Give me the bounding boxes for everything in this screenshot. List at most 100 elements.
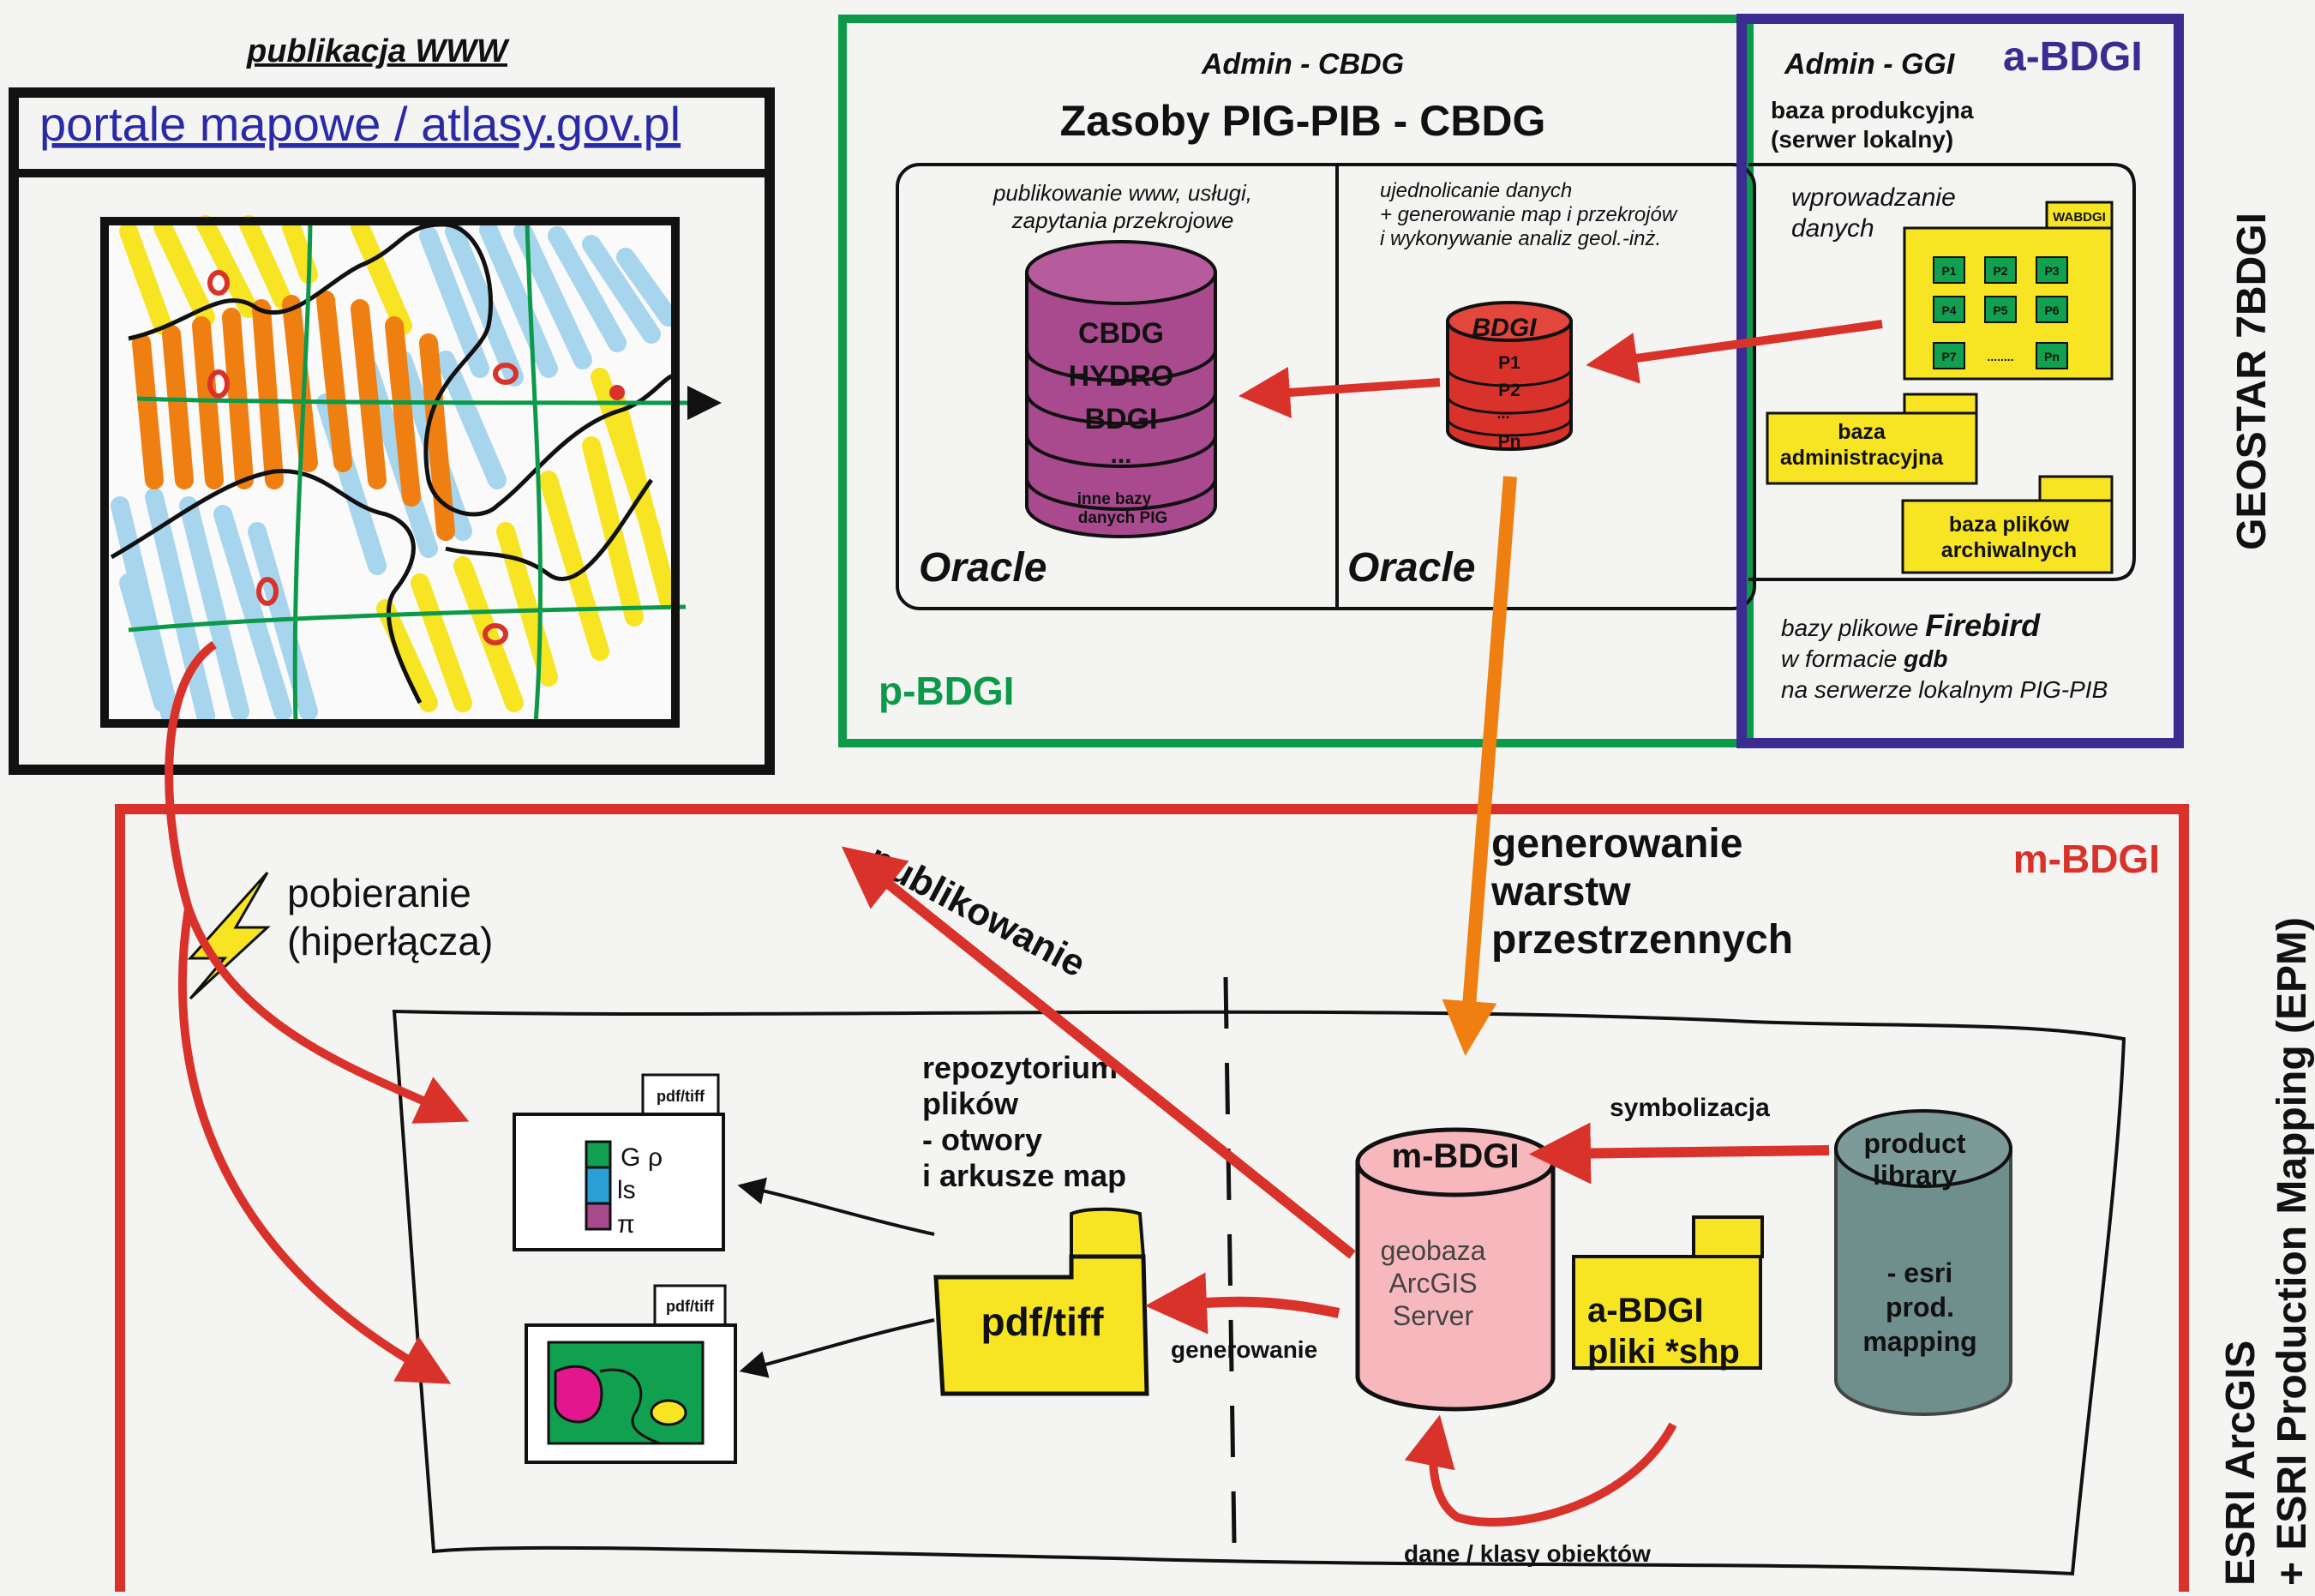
thumb-letter-3: ls xyxy=(617,1176,636,1204)
thumb-letter-4: π xyxy=(617,1210,635,1239)
side-label-geostar: GEOSTAR 7BDGI xyxy=(2229,213,2275,550)
side-label-esri-1: ESRI ArcGIS xyxy=(2218,1341,2264,1586)
bdgi-db-ellipsis: ... xyxy=(1496,405,1509,422)
a-bdgi-label: a-BDGI xyxy=(2003,34,2143,80)
prod-db-1: baza produkcyjna xyxy=(1771,97,1974,123)
bdgi-db-p2: P2 xyxy=(1498,381,1520,400)
cbdg-database-cylinder: CBDG HYDRO BDGI ... inne bazy danych PIG xyxy=(1025,240,1217,538)
wabdgi-folder: WABDGI P1 P2 P3 P4 P5 P6 P7 ........ Pn xyxy=(1903,201,2114,381)
p-box-3: P3 xyxy=(2044,264,2059,278)
pdf-thumbnail-map-sheet[interactable]: pdf/tiff xyxy=(525,1284,737,1464)
product-library-cylinder[interactable]: product library - esri prod. mapping xyxy=(1834,1109,2012,1416)
repo-2: plików xyxy=(922,1086,1019,1121)
m-bdgi-db-title: m-BDGI xyxy=(1392,1137,1520,1175)
arrow-bdgi-to-cbdg xyxy=(1238,367,1441,418)
db-item-other-1: inne bazy xyxy=(1077,490,1152,508)
m-bdgi-frame xyxy=(115,804,2189,1594)
portal-link[interactable]: portale mapowe / atlasy.gov.pl xyxy=(39,97,681,151)
input-data-2: danych xyxy=(1791,214,1874,243)
cbdg-left-desc-1: publikowanie www, usługi, xyxy=(993,180,1252,206)
arrow-download-2 xyxy=(177,908,452,1384)
pdf-thumbnail-boreholes[interactable]: pdf/tiff G ρ ls π xyxy=(513,1073,725,1251)
product-lib-4: prod. xyxy=(1886,1292,1954,1323)
gen-layers-1: generowanie xyxy=(1491,821,1742,867)
arrow-folder-to-thumb-2 xyxy=(739,1318,935,1378)
p-box-5: P5 xyxy=(1993,303,2007,317)
admin-db-folder: baza administracyjna xyxy=(1766,393,1978,485)
admin-db-1: baza xyxy=(1838,420,1886,444)
ggi-admin: Admin - GGI xyxy=(1784,48,1956,81)
arrow-generate-layers xyxy=(1442,476,1517,1056)
product-lib-3: - esri xyxy=(1887,1257,1952,1288)
prod-db-2: (serwer lokalny) xyxy=(1771,126,1953,153)
wabdgi-label: WABDGI xyxy=(2053,210,2106,225)
cbdg-admin: Admin - CBDG xyxy=(1201,48,1404,81)
db-item-other-2: danych PIG xyxy=(1078,509,1168,527)
p-box-6: P6 xyxy=(2044,303,2059,317)
data-classes-label: dane / klasy obiektów xyxy=(1404,1540,1651,1567)
bdgi-db-title: BDGI xyxy=(1472,314,1538,342)
oracle-mid-label: Oracle xyxy=(1347,545,1475,591)
product-lib-2: library xyxy=(1873,1160,1957,1191)
admin-db-2: administracyjna xyxy=(1780,446,1944,470)
shp-folder-1: a-BDGI xyxy=(1587,1292,1704,1329)
a-bdgi-frame xyxy=(1736,14,2184,748)
m-bdgi-label: m-BDGI xyxy=(2013,837,2160,881)
download-1: pobieranie xyxy=(287,871,471,915)
arrow-shp-to-mbdgi xyxy=(1404,1414,1677,1527)
archive-db-2: archiwalnych xyxy=(1941,538,2077,562)
gen-layers-2: warstw xyxy=(1490,869,1631,915)
web-publication-panel: publikacja WWW portale mapowe / atlasy.g… xyxy=(9,33,775,775)
p-bdgi-panel: Admin - CBDG Zasoby PIG-PIB - CBDG publi… xyxy=(838,15,1756,747)
symbolization-label: symbolizacja xyxy=(1610,1094,1770,1122)
cbdg-mid-desc-1: ujednolicanie danych xyxy=(1380,179,1572,202)
publish-label: publikowanie xyxy=(861,837,1092,986)
cbdg-mid-desc-2: + generowanie map i przekrojów xyxy=(1380,203,1678,226)
gen-layers-3: przestrzennych xyxy=(1491,917,1793,963)
db-item-ellipsis: ... xyxy=(1110,441,1131,469)
cbdg-mid-desc-3: i wykonywanie analiz geol.-inż. xyxy=(1380,227,1661,250)
thumb-letter-2: ρ xyxy=(648,1143,663,1172)
oracle-left-label: Oracle xyxy=(919,545,1047,591)
m-bdgi-db-desc-3: Server xyxy=(1393,1300,1474,1331)
p-box-1: P1 xyxy=(1941,264,1956,278)
firebird-line-1: bazy plikowe Firebird xyxy=(1781,608,2041,643)
repo-3: - otwory xyxy=(922,1122,1042,1157)
db-item-bdgi: BDGI xyxy=(1085,403,1158,435)
pdf-tiff-folder[interactable]: pdf/tiff xyxy=(933,1207,1149,1396)
cbdg-title: Zasoby PIG-PIB - CBDG xyxy=(1060,97,1546,145)
p-box-7: P7 xyxy=(1941,350,1956,363)
repo-1: repozytorium xyxy=(922,1050,1118,1085)
pdf-tiff-folder-label: pdf/tiff xyxy=(981,1299,1104,1344)
product-lib-1: product xyxy=(1863,1128,1965,1159)
m-bdgi-database-cylinder[interactable]: m-BDGI geobaza ArcGIS Server xyxy=(1355,1127,1556,1412)
p-bdgi-label: p-BDGI xyxy=(879,669,1014,713)
m-bdgi-inner-frame xyxy=(392,1009,2126,1576)
p-box-n: Pn xyxy=(2044,350,2060,363)
shp-files-folder[interactable]: a-BDGI pliki *shp xyxy=(1572,1215,1764,1371)
archive-db-1: baza plików xyxy=(1949,513,2070,537)
firebird-line-2: w formacie gdb xyxy=(1781,645,1947,672)
db-item-hydro: HYDRO xyxy=(1069,360,1174,393)
arrow-folder-to-thumb-1 xyxy=(737,1177,935,1236)
shp-folder-2: pliki *shp xyxy=(1587,1333,1740,1371)
side-label-esri-2: + ESRI Production Mapping (EPM) xyxy=(2270,917,2315,1586)
bdgi-db-p1: P1 xyxy=(1498,353,1520,373)
connector-arrows xyxy=(165,320,1883,1527)
bdgi-db-pn: Pn xyxy=(1498,432,1521,452)
db-item-cbdg: CBDG xyxy=(1078,317,1164,350)
p-box-2: P2 xyxy=(1993,264,2007,278)
p-bdgi-frame xyxy=(838,15,1754,747)
p-box-dots: ........ xyxy=(1987,350,2013,363)
m-bdgi-db-desc-1: geobaza xyxy=(1381,1235,1486,1266)
arrow-generate-pdf xyxy=(1145,1272,1340,1335)
arrow-input-to-bdgi xyxy=(1586,320,1883,384)
lightning-icon xyxy=(187,871,271,1000)
thumb-1-tag: pdf/tiff xyxy=(657,1088,705,1105)
bdgi-database-cylinder: BDGI P1 P2 ... Pn xyxy=(1446,301,1573,452)
web-heading: publikacja WWW xyxy=(246,33,510,69)
thumb-2-tag: pdf/tiff xyxy=(666,1298,715,1315)
thumb-letter-1: G xyxy=(621,1143,640,1172)
